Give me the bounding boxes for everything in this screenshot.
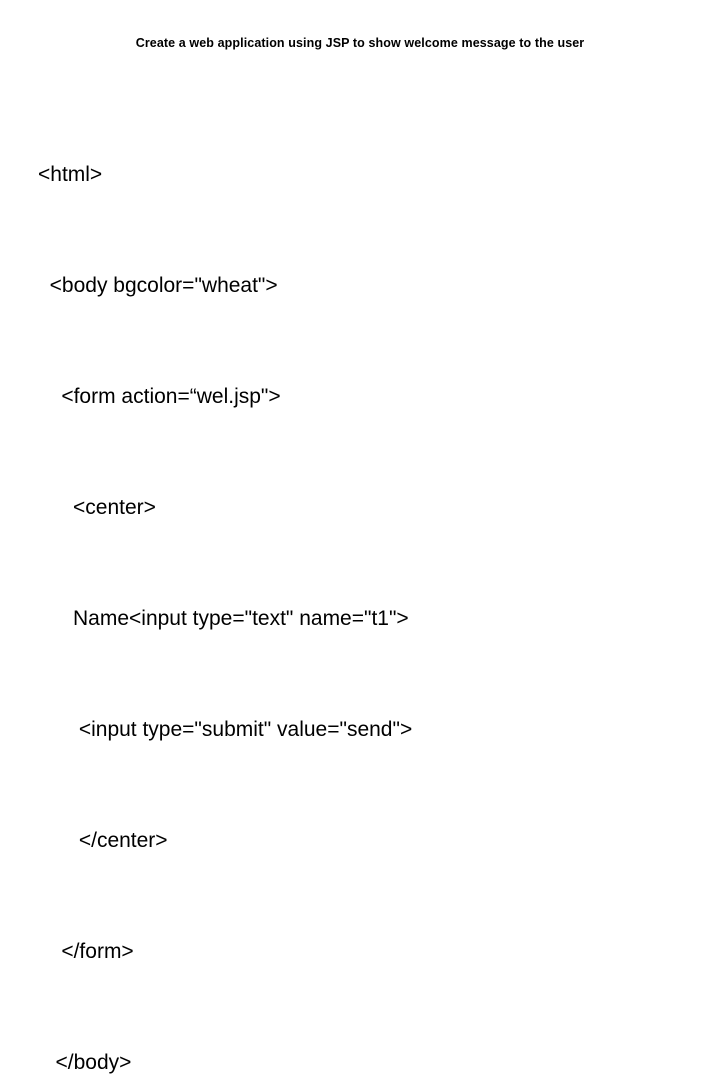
code-line: </form> — [38, 940, 134, 963]
page-title: Create a web application using JSP to sh… — [135, 36, 585, 50]
code-line: <input type="submit" value="send"> — [38, 718, 413, 741]
code-line: </body> — [38, 1051, 132, 1074]
code-line: <form action=“wel.jsp"> — [38, 385, 281, 408]
code-block: <html> <body bgcolor="wheat"> <form acti… — [38, 82, 698, 1080]
code-line: <body bgcolor="wheat"> — [38, 274, 278, 297]
code-line: <center> — [38, 496, 156, 519]
code-line: Name<input type="text" name="t1"> — [38, 607, 409, 630]
slide-canvas: Create a web application using JSP to sh… — [38, 36, 585, 1074]
code-line: </center> — [38, 829, 168, 852]
code-line: <html> — [38, 163, 103, 186]
